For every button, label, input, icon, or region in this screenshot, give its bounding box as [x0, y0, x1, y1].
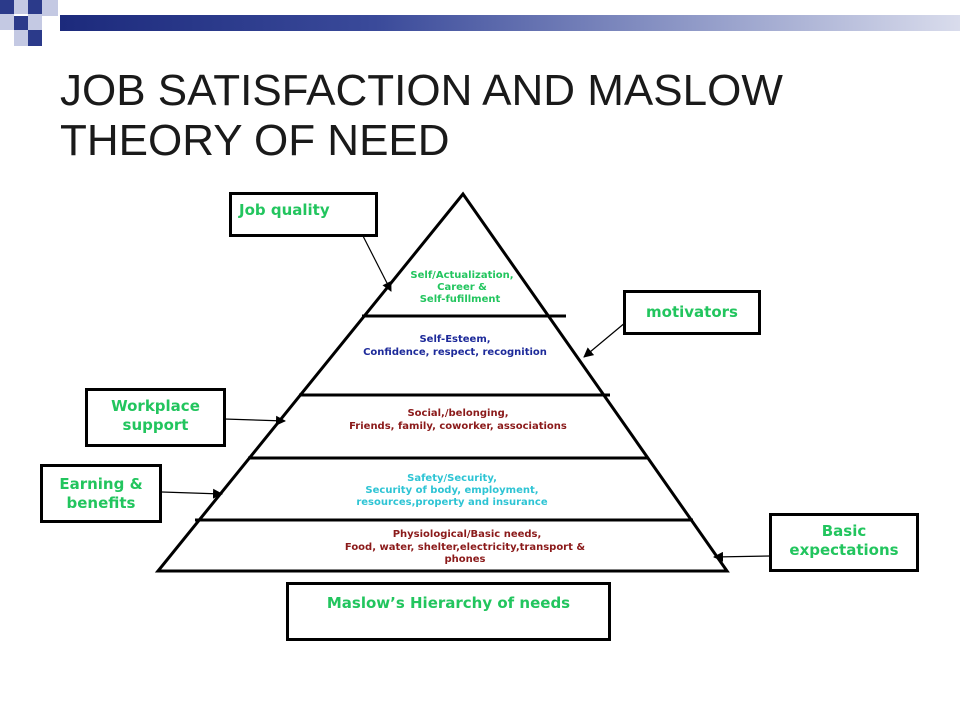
corner-square-4: [42, 0, 58, 16]
job-quality-label: Job quality: [239, 201, 330, 219]
tier-self-esteem-line-2: Confidence, respect, recognition: [363, 347, 547, 358]
tier-safety: Safety/Security, Security of body, emplo…: [356, 473, 548, 508]
arrow-job-quality: [362, 235, 392, 292]
basic-expectations-line-2: expectations: [789, 541, 899, 559]
motivators-box: motivators: [623, 290, 761, 335]
corner-square-5: [0, 14, 14, 30]
corner-square-1: [0, 0, 14, 14]
arrow-motivators: [583, 321, 627, 358]
corner-square-3: [28, 0, 42, 14]
tier-social-line-2: Friends, family, coworker, associations: [349, 421, 567, 432]
earning-benefits-line-1: Earning &: [59, 475, 143, 493]
job-quality-box: Job quality: [229, 192, 378, 237]
basic-expectations-box: Basic expectations: [769, 513, 919, 572]
tier-self-esteem-line-1: Self-Esteem,: [419, 334, 490, 345]
corner-square-7: [28, 14, 42, 30]
workplace-support-line-1: Workplace: [111, 397, 200, 415]
tier-social-line-1: Social,/belonging,: [407, 408, 508, 419]
pyramid-outline: [154, 191, 730, 573]
tier-self-actualization: Self/Actualization, Career & Self-fufill…: [410, 270, 513, 305]
corner-square-9: [28, 30, 42, 46]
motivators-label: motivators: [646, 303, 738, 321]
tier-self-actualization-line-2: Career &: [437, 282, 487, 293]
earning-benefits-line-2: benefits: [66, 494, 136, 512]
title-bar: [60, 15, 960, 31]
corner-square-2: [14, 0, 28, 14]
tier-physiological-line-3: phones: [444, 554, 485, 565]
maslow-caption-box: Maslow’s Hierarchy of needs: [286, 582, 611, 641]
tier-safety-line-2: Security of body, employment,: [365, 485, 538, 496]
corner-square-6: [14, 16, 28, 30]
tier-social: Social,/belonging, Friends, family, cowo…: [349, 408, 567, 432]
tier-physiological-line-1: Physiological/Basic needs,: [393, 529, 542, 540]
tier-physiological-line-2: Food, water, shelter,electricity,transpo…: [345, 542, 585, 553]
slide-title: JOB SATISFACTION AND MASLOW THEORY OF NE…: [60, 66, 783, 165]
tier-physiological: Physiological/Basic needs, Food, water, …: [345, 529, 585, 565]
workplace-support-line-2: support: [122, 416, 189, 434]
tier-self-actualization-line-3: Self-fufillment: [420, 294, 501, 305]
maslow-caption-label: Maslow’s Hierarchy of needs: [326, 594, 571, 612]
tier-safety-line-1: Safety/Security,: [407, 473, 497, 484]
workplace-support-box: Workplace support: [85, 388, 226, 447]
earning-benefits-box: Earning & benefits: [40, 464, 162, 523]
tier-safety-line-3: resources,property and insurance: [356, 497, 548, 508]
arrow-basic-expectations: [713, 551, 771, 562]
tier-self-esteem: Self-Esteem, Confidence, respect, recogn…: [363, 334, 547, 358]
corner-square-8: [14, 30, 28, 46]
arrow-earning-benefits: [161, 488, 223, 499]
basic-expectations-line-1: Basic: [821, 522, 867, 540]
tier-self-actualization-line-1: Self/Actualization,: [410, 270, 513, 281]
arrow-workplace-support: [223, 415, 286, 426]
